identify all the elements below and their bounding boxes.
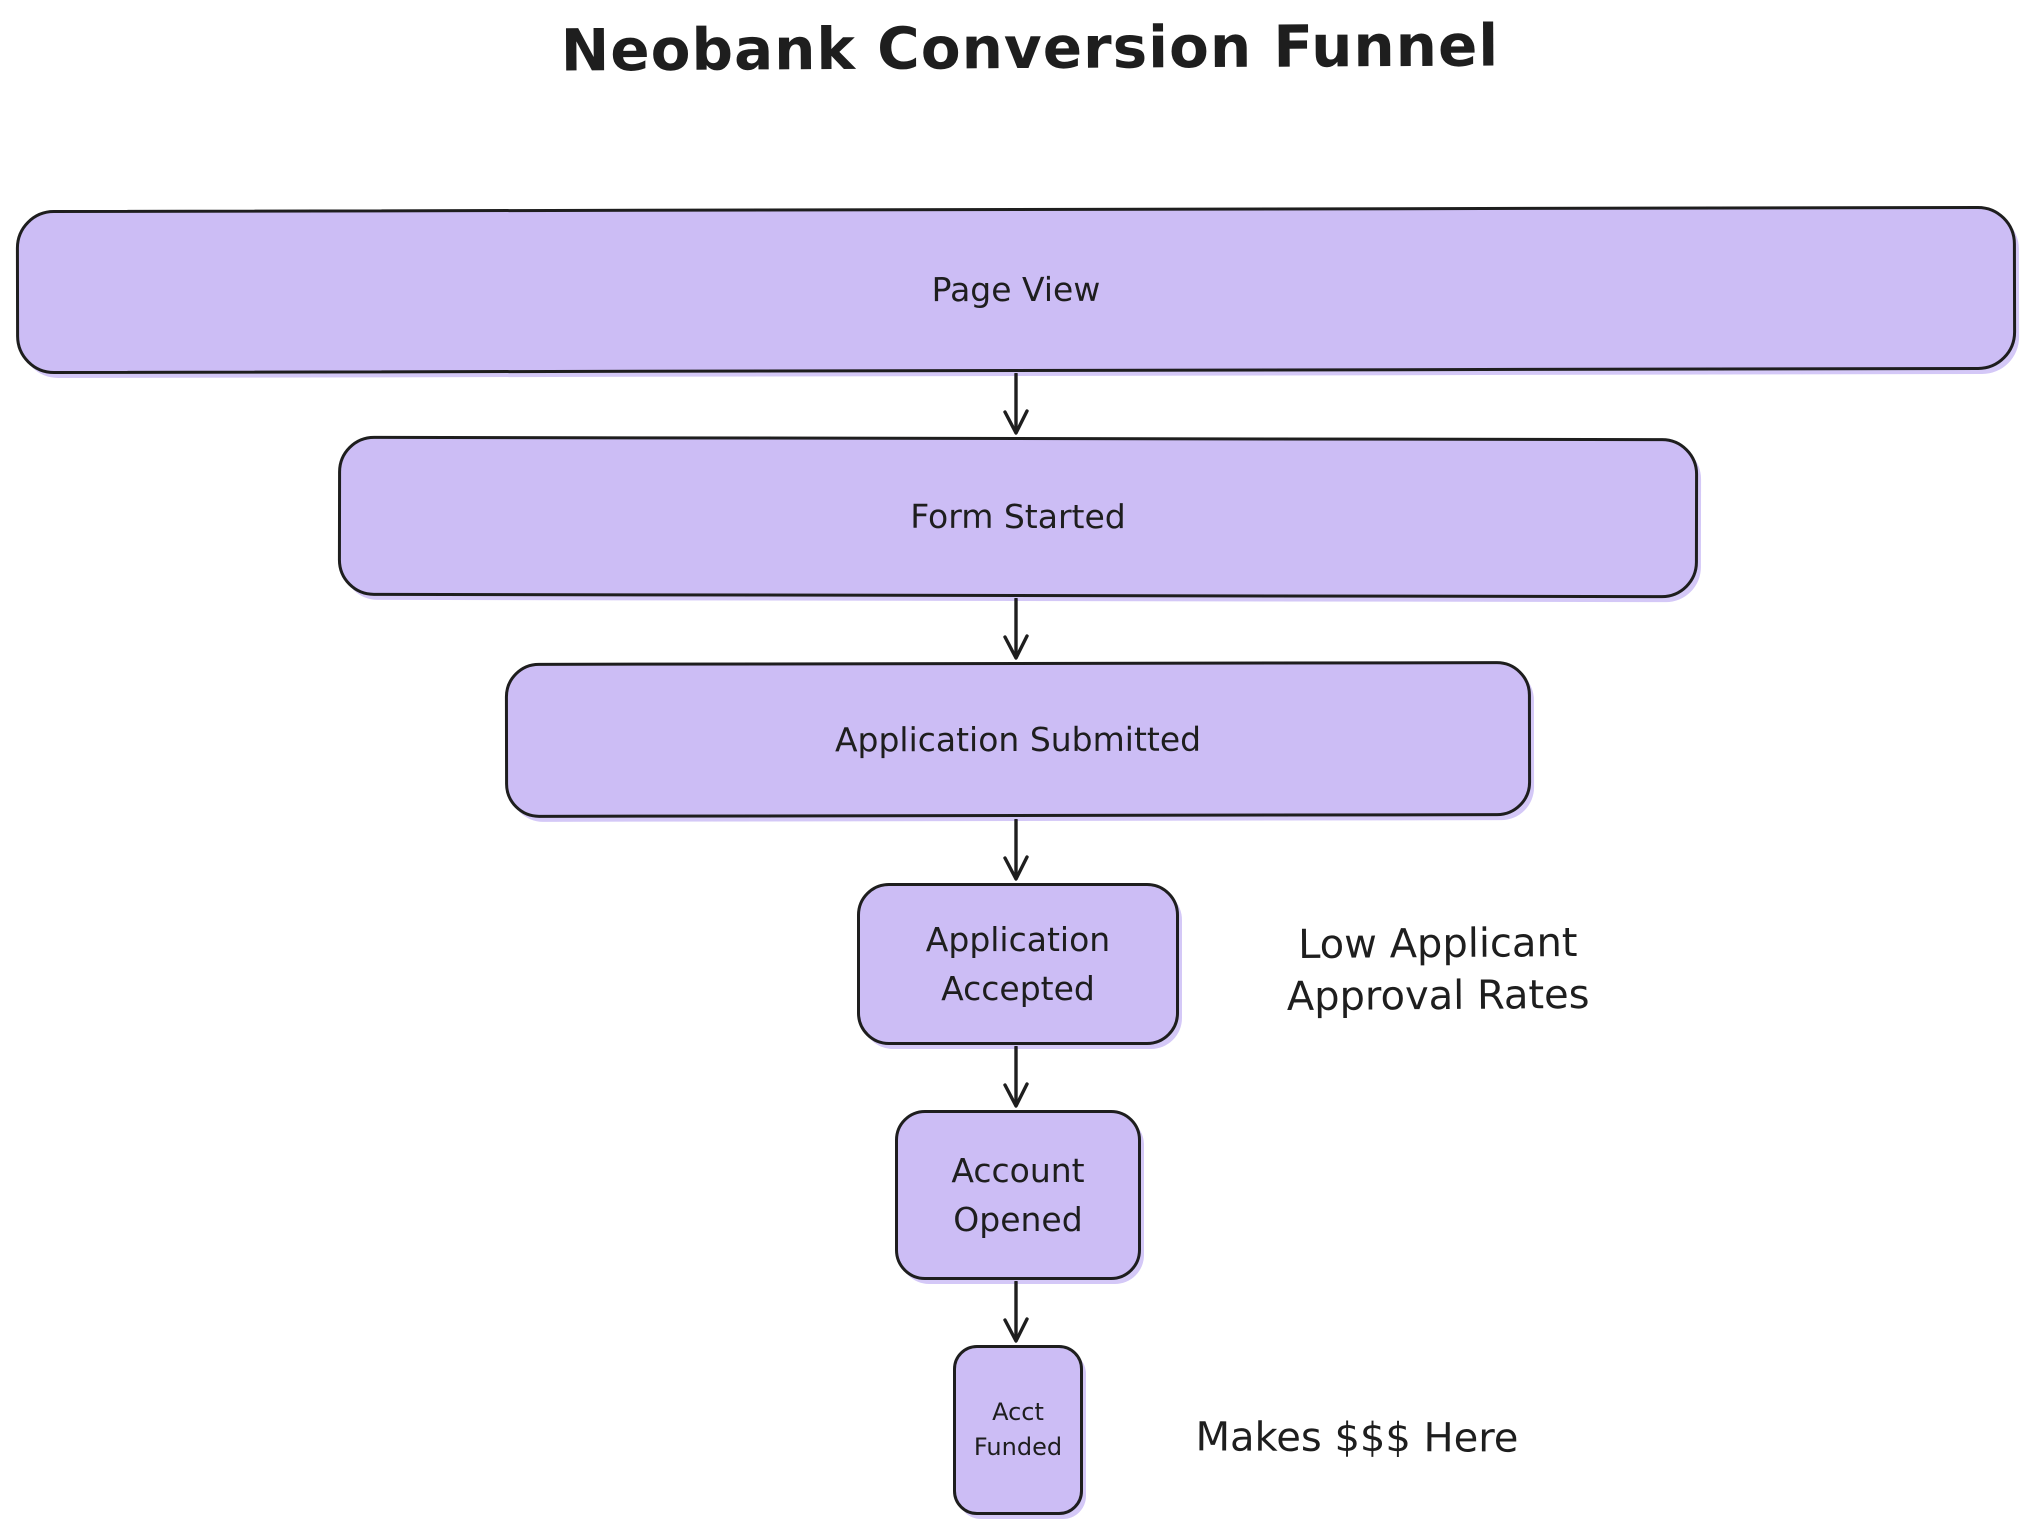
stage-label: Page View (931, 270, 1101, 310)
arrow-down-icon (999, 1046, 1033, 1110)
stage-label: Application Submitted (834, 719, 1202, 760)
arrow-down-icon (999, 373, 1033, 437)
stage-label: Account Opened (951, 1150, 1085, 1240)
funnel-stage-page-view: Page View (15, 205, 2017, 375)
stage-label: Application Accepted (925, 919, 1111, 1009)
annotation-makes-money-here: Makes $$$ Here (1195, 1414, 1519, 1462)
funnel-stage-application-accepted: Application Accepted (857, 883, 1179, 1045)
diagram-title: Neobank Conversion Funnel (560, 11, 1500, 85)
funnel-stage-application-submitted: Application Submitted (504, 661, 1532, 818)
funnel-stage-form-started: Form Started (337, 435, 1699, 599)
funnel-stage-acct-funded: Acct Funded (953, 1345, 1083, 1515)
arrow-down-icon (999, 598, 1033, 662)
arrow-down-icon (999, 1281, 1033, 1345)
annotation-low-approval-rates: Low Applicant Approval Rates (1286, 920, 1590, 1021)
stage-label: Acct Funded (973, 1398, 1063, 1461)
funnel-stage-account-opened: Account Opened (895, 1110, 1141, 1280)
arrow-down-icon (999, 819, 1033, 883)
stage-label: Form Started (910, 497, 1126, 537)
